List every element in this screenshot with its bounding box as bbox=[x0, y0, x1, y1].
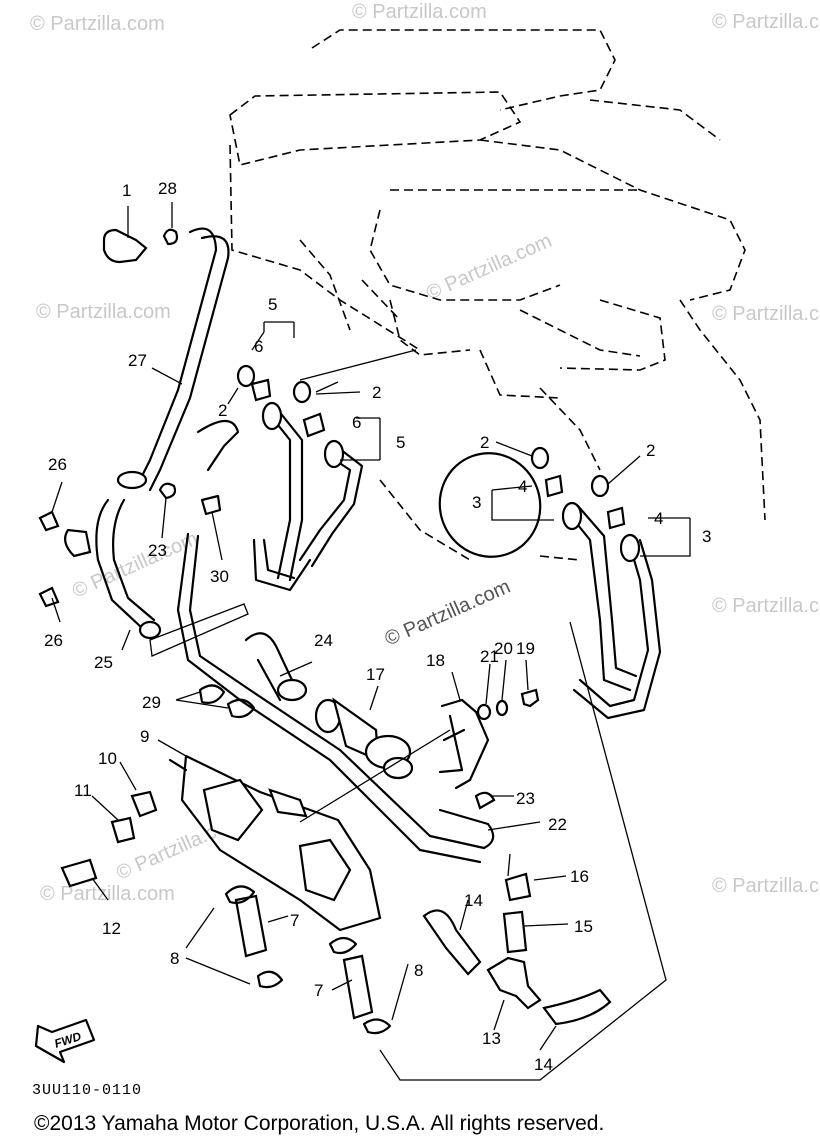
pipe-part-15 bbox=[502, 910, 528, 954]
callout-17: 17 bbox=[366, 665, 385, 684]
hose-part-14 bbox=[542, 988, 612, 1026]
callout-27: 27 bbox=[128, 351, 147, 370]
part-10 bbox=[130, 790, 158, 818]
watermark: © Partzilla.com bbox=[712, 11, 820, 33]
hose-24 bbox=[244, 632, 308, 702]
clip-part-23 bbox=[158, 482, 177, 500]
callout-8: 8 bbox=[170, 949, 179, 968]
part-12 bbox=[60, 858, 98, 888]
callout-4: 4 bbox=[654, 509, 663, 528]
watermark: © Partzilla.com bbox=[712, 595, 820, 617]
callout-30: 30 bbox=[210, 567, 229, 586]
watermark: © Partzilla.com bbox=[30, 13, 165, 35]
hose-part-7 bbox=[342, 954, 374, 1020]
forward-arrow-icon: FWD bbox=[34, 1018, 96, 1064]
copyright-notice: ©2013 Yamaha Motor Corporation, U.S.A. A… bbox=[34, 1112, 604, 1135]
callout-5: 5 bbox=[396, 433, 405, 452]
hose-27 bbox=[116, 227, 230, 492]
callout-7: 7 bbox=[314, 981, 323, 1000]
callout-18: 18 bbox=[426, 651, 445, 670]
callout-6: 6 bbox=[352, 413, 361, 432]
callout-21: 21 bbox=[480, 647, 499, 666]
engine-outline bbox=[229, 29, 766, 561]
clamp-part-8 bbox=[224, 885, 256, 904]
bolt-part-26 bbox=[38, 510, 60, 532]
callout-29: 29 bbox=[142, 693, 161, 712]
callout-14: 14 bbox=[464, 891, 483, 910]
callout-3: 3 bbox=[472, 493, 481, 512]
callout-13: 13 bbox=[482, 1029, 501, 1048]
bolt-part-19 bbox=[520, 688, 540, 708]
callout-25: 25 bbox=[94, 653, 113, 672]
callout-9: 9 bbox=[140, 727, 149, 746]
callout-5: 5 bbox=[268, 295, 277, 314]
callout-2: 2 bbox=[480, 433, 489, 452]
clamp-part-16 bbox=[504, 872, 532, 902]
callout-10: 10 bbox=[98, 749, 117, 768]
clip-part-28 bbox=[162, 228, 179, 246]
valve-part-17 bbox=[314, 697, 414, 780]
callout-4: 4 bbox=[518, 477, 527, 496]
clamp-part-29 bbox=[198, 684, 226, 704]
pipe-assembly-3 bbox=[530, 446, 662, 720]
callout-3: 3 bbox=[702, 527, 711, 546]
leader-lines bbox=[51, 202, 641, 1051]
callout-1: 1 bbox=[122, 181, 131, 200]
callout-24: 24 bbox=[314, 631, 333, 650]
fwd-label: FWD bbox=[53, 1029, 84, 1051]
joint-part-13 bbox=[486, 956, 542, 1010]
watermark: © Partzilla.com bbox=[36, 301, 171, 323]
hose-part-14 bbox=[422, 909, 482, 976]
callout-28: 28 bbox=[158, 179, 177, 198]
callout-20: 20 bbox=[494, 639, 513, 658]
washer-part-20 bbox=[495, 699, 509, 717]
callout-2: 2 bbox=[372, 383, 381, 402]
bracket-part-18 bbox=[438, 698, 490, 790]
bolt-part-26 bbox=[38, 586, 60, 608]
callout-23: 23 bbox=[516, 789, 535, 808]
hose-25 bbox=[63, 498, 162, 640]
watermarks: © Partzilla.com © Partzilla.com © Partzi… bbox=[30, 1, 820, 905]
watermark: © Partzilla.com bbox=[423, 230, 555, 305]
elbow-part-1 bbox=[102, 228, 148, 264]
callout-14: 14 bbox=[534, 1055, 553, 1074]
watermark: © Partzilla.com bbox=[352, 1, 487, 23]
reference-lines bbox=[149, 321, 691, 1081]
callout-15: 15 bbox=[574, 917, 593, 936]
callout-19: 19 bbox=[516, 639, 535, 658]
diagram-code: 3UU110-0110 bbox=[32, 1082, 142, 1099]
hose-part-7 bbox=[234, 894, 268, 958]
clamp-part-29 bbox=[226, 698, 256, 719]
pipe-assembly-5 bbox=[236, 364, 364, 592]
watermark: © Partzilla.com bbox=[40, 883, 175, 905]
callout-22: 22 bbox=[548, 815, 567, 834]
valve-assembly-part-9 bbox=[168, 729, 451, 932]
clamp-part-8 bbox=[328, 936, 358, 955]
callout-2: 2 bbox=[218, 401, 227, 420]
callout-16: 16 bbox=[570, 867, 589, 886]
callout-6: 6 bbox=[254, 337, 263, 356]
part-11 bbox=[110, 816, 136, 844]
callouts: 1 28 27 26 26 25 23 30 5 6 2 2 6 5 2 2 4… bbox=[44, 179, 711, 1074]
clip-part-30 bbox=[200, 494, 222, 516]
callout-12: 12 bbox=[102, 919, 121, 938]
clip-part-23 bbox=[474, 791, 496, 810]
watermark: © Partzilla.com bbox=[712, 875, 820, 897]
callout-8: 8 bbox=[414, 961, 423, 980]
callout-7: 7 bbox=[290, 911, 299, 930]
callout-26: 26 bbox=[44, 631, 63, 650]
callout-11: 11 bbox=[74, 781, 92, 800]
callout-2: 2 bbox=[646, 441, 655, 460]
callout-26: 26 bbox=[48, 455, 67, 474]
clamp-part-8 bbox=[362, 1018, 392, 1035]
cover-outline bbox=[438, 452, 542, 558]
washer-part-21 bbox=[476, 703, 492, 721]
clamp-part-8 bbox=[256, 970, 284, 989]
watermark: © Partzilla.com bbox=[712, 303, 820, 325]
callout-23: 23 bbox=[148, 541, 167, 560]
